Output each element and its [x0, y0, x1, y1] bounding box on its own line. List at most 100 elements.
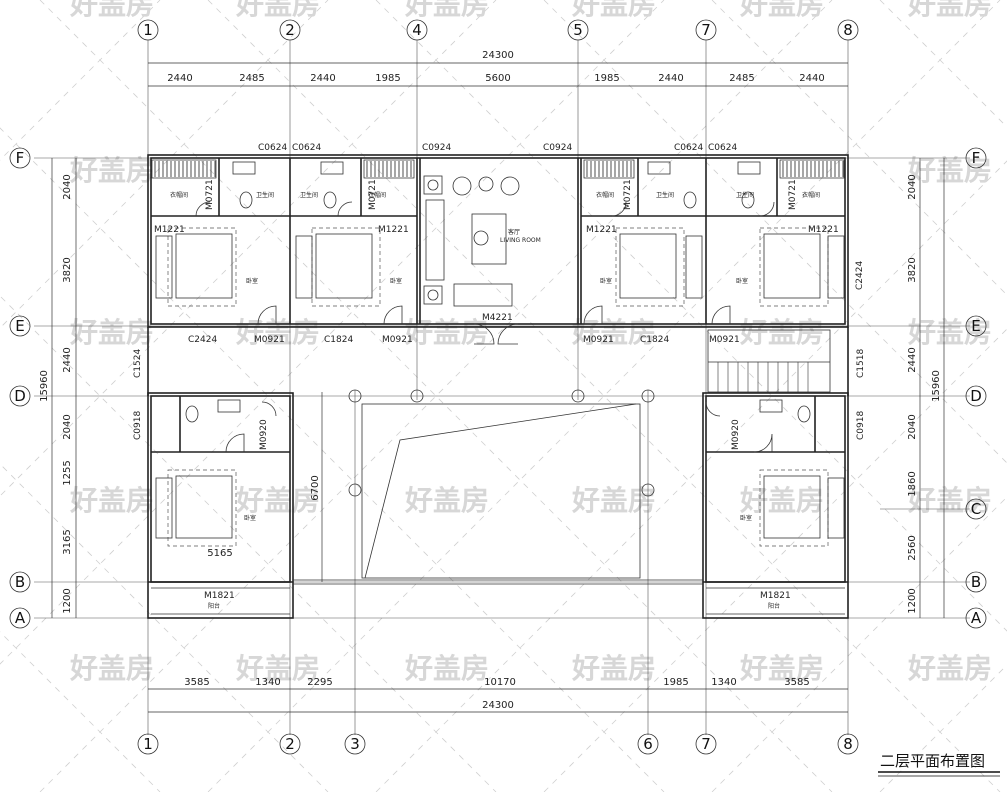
watermarks: 好盖房 好盖房 好盖房 好盖房 好盖房 好盖房 好盖房 好盖房 好盖房 好盖房 …	[69, 0, 992, 685]
dim-top-total: 24300	[482, 50, 514, 61]
dim-top-seg: 2485	[239, 73, 264, 84]
dim-bottom-seg: 10170	[484, 677, 516, 688]
bed-top-right	[759, 227, 845, 307]
watermark: 好盖房	[571, 0, 656, 21]
window-label: C1824	[640, 335, 669, 345]
axis-label: 7	[701, 735, 711, 753]
room-label: 卧室	[736, 277, 748, 285]
door-label: M1221	[154, 225, 185, 235]
dim-top-seg: 2440	[167, 73, 192, 84]
dim-bottom-seg: 3585	[184, 677, 209, 688]
dim-bedroom-width: 5165	[207, 548, 232, 559]
axis-bubbles-top: 1 2 4 5 7 8	[137, 19, 859, 41]
door-label: M1821	[760, 591, 791, 601]
dim-bottom-seg: 2295	[307, 677, 332, 688]
axis-label: 1	[143, 21, 153, 39]
dim-top-seg: 2440	[310, 73, 335, 84]
window-label: C0924	[543, 143, 572, 153]
dim-left-seg: 1200	[62, 588, 73, 613]
watermark: 好盖房	[69, 652, 154, 685]
drawing-title: 二层平面布置图	[878, 752, 1000, 777]
dim-right-seg: 1860	[907, 471, 918, 496]
dim-bottom-seg: 1340	[255, 677, 280, 688]
room-label: 阳台	[768, 602, 780, 610]
room-label: 客厅	[508, 228, 520, 236]
room-label: 衣帽间	[802, 191, 820, 199]
door-label: M0920	[259, 419, 269, 450]
window-label: C0624	[674, 143, 703, 153]
axis-label: C	[971, 500, 981, 518]
dim-right-seg: 2040	[907, 414, 918, 439]
axis-label: B	[971, 573, 981, 591]
axis-label: 8	[843, 735, 853, 753]
room-label: 卫生间	[300, 191, 318, 199]
axis-label: 2	[285, 735, 295, 753]
dimension-lines	[51, 62, 945, 713]
axis-label: 5	[573, 21, 583, 39]
dim-right-seg: 2040	[907, 174, 918, 199]
axis-label: 6	[643, 735, 653, 753]
window-label: C0918	[133, 411, 143, 440]
room-label: LIVING ROOM	[500, 237, 541, 244]
dim-top-seg: 2440	[799, 73, 824, 84]
door-label: M1221	[586, 225, 617, 235]
watermark: 好盖房	[739, 0, 824, 21]
axis-lines	[34, 40, 970, 735]
door-label: M0721	[623, 179, 633, 210]
door-label: M0921	[382, 335, 413, 345]
watermark: 好盖房	[69, 154, 154, 187]
dim-right-seg: 3820	[907, 257, 918, 282]
watermark: 好盖房	[907, 484, 992, 517]
room-label: 衣帽间	[170, 191, 188, 199]
window-label: C1824	[324, 335, 353, 345]
axis-label: D	[14, 387, 26, 405]
opening-labels: C0624 C0624 C0924 C0924 C0624 C0624 M072…	[133, 143, 866, 601]
window-label: C0624	[708, 143, 737, 153]
watermark: 好盖房	[907, 316, 992, 349]
bed-top-center-right	[615, 227, 703, 307]
bed-left-wing	[155, 469, 237, 547]
room-label: 衣帽间	[596, 191, 614, 199]
wardrobes	[151, 159, 845, 179]
room-label: 卫生间	[256, 191, 274, 199]
bed-top-left	[155, 227, 237, 307]
dim-left-total: 15960	[39, 370, 50, 402]
room-label: 卧室	[390, 277, 402, 285]
door-swings	[195, 201, 775, 453]
watermark: 好盖房	[404, 652, 489, 685]
door-label: M1221	[808, 225, 839, 235]
window-label: C1524	[133, 349, 143, 378]
axis-bubbles-right: F E D C B A	[965, 147, 987, 629]
axis-label: A	[971, 609, 982, 627]
bathroom-fixtures	[185, 161, 811, 423]
beds	[155, 227, 845, 547]
dim-bottom-seg: 1340	[711, 677, 736, 688]
dim-left-seg: 3820	[62, 257, 73, 282]
dimension-texts: 24300 2440 2485 2440 1985 5600 1985 2440…	[39, 50, 942, 711]
watermark: 好盖房	[235, 484, 320, 517]
watermark: 好盖房	[235, 0, 320, 21]
window-label: C0924	[422, 143, 451, 153]
axis-bubbles-bottom: 1 2 3 6 7 8	[137, 733, 859, 755]
drawing-title-text: 二层平面布置图	[880, 752, 985, 770]
watermark: 好盖房	[69, 316, 154, 349]
room-label: 卧室	[244, 514, 256, 522]
axis-label: 4	[412, 21, 422, 39]
walls	[147, 154, 849, 619]
dim-void-depth: 6700	[310, 475, 321, 500]
dim-bottom-total: 24300	[482, 700, 514, 711]
watermark: 好盖房	[571, 652, 656, 685]
axis-label: 7	[701, 21, 711, 39]
axis-label: B	[15, 573, 25, 591]
watermark: 好盖房	[907, 652, 992, 685]
window-label: C2424	[188, 335, 217, 345]
window-label: C0918	[856, 411, 866, 440]
door-label: M1821	[204, 591, 235, 601]
watermark: 好盖房	[739, 484, 824, 517]
axis-label: D	[970, 387, 982, 405]
axis-bubbles-left: F E D B A	[9, 147, 31, 629]
watermark: 好盖房	[739, 652, 824, 685]
dim-top-seg: 1985	[375, 73, 400, 84]
dim-top-seg: 1985	[594, 73, 619, 84]
